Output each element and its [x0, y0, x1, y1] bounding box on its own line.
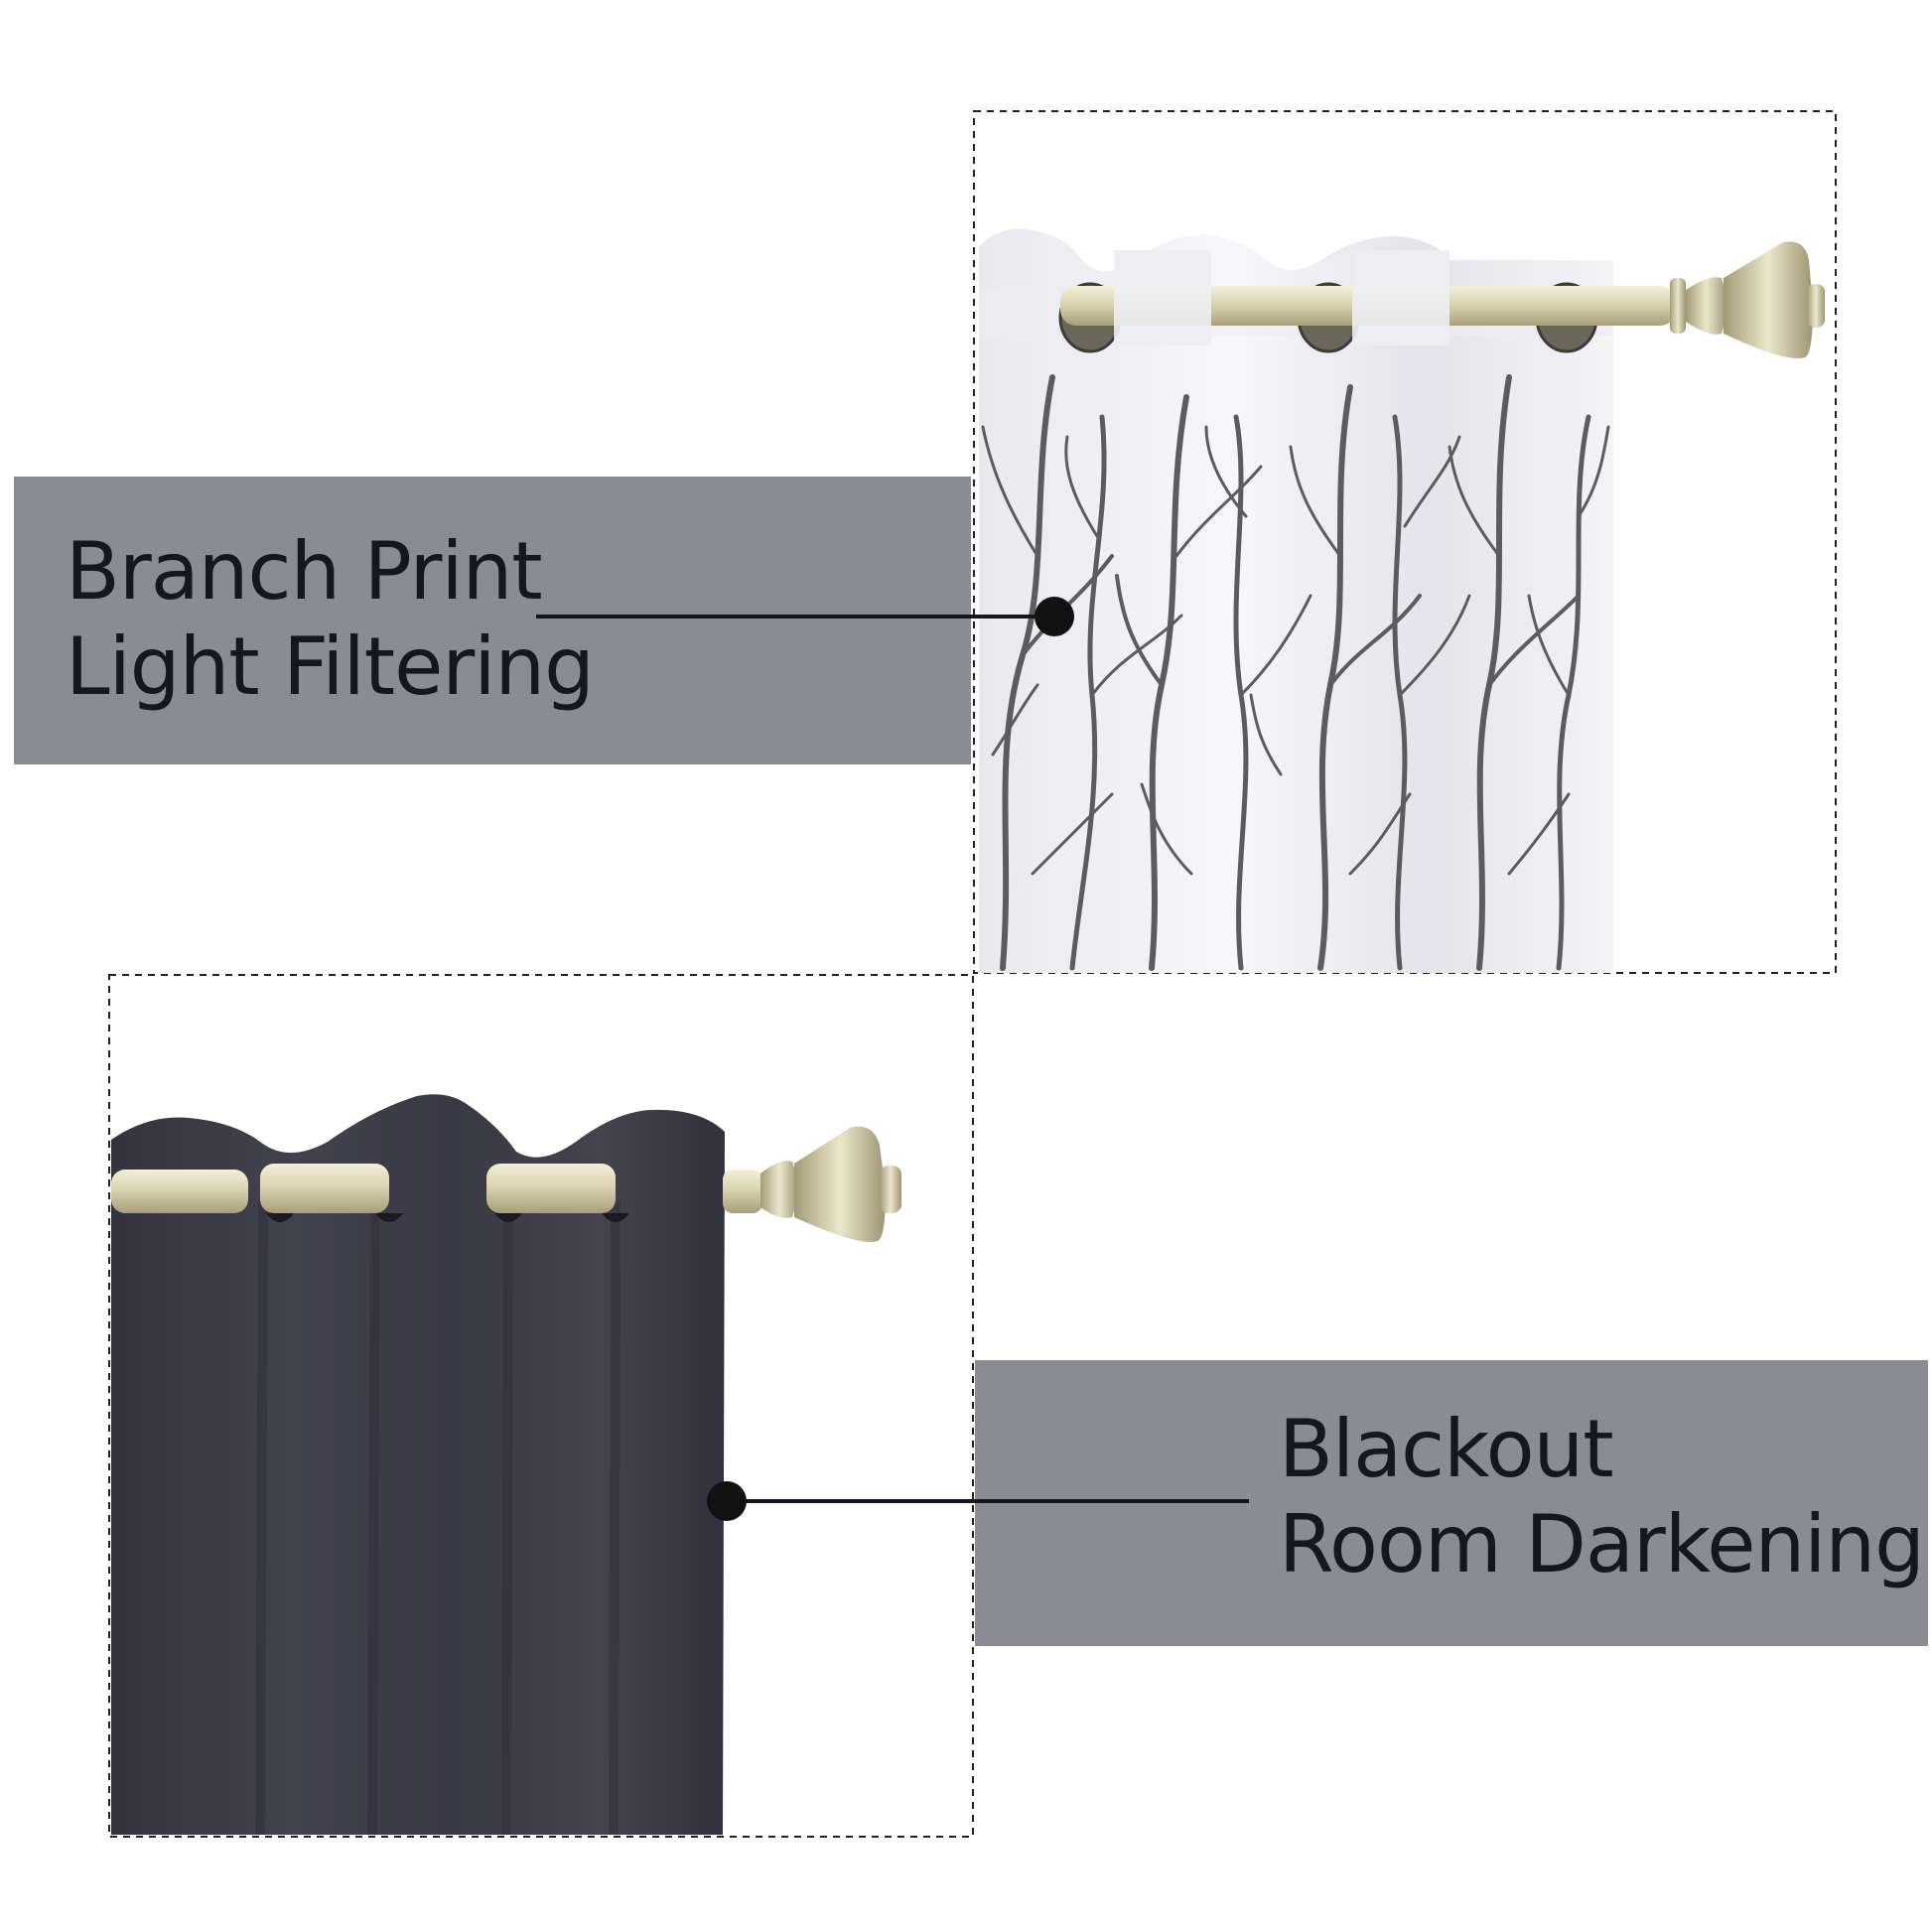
bottom-frame — [108, 974, 974, 1838]
top-label-line2: Light Filtering — [66, 621, 595, 713]
top-label-line1: Branch Print — [66, 525, 543, 618]
sheer-curtain — [979, 228, 1613, 973]
bottom-label-line2: Room Darkening — [1279, 1498, 1925, 1590]
dashed-frames — [108, 110, 1837, 1838]
blackout-folds — [255, 1200, 621, 1836]
blackout-curtain — [111, 1094, 725, 1836]
sheer-front-panels — [1114, 250, 1449, 345]
top-leader-dot — [1035, 597, 1074, 636]
bottom-label: Blackout Room Darkening — [1279, 1402, 1925, 1592]
bottom-label-line1: Blackout — [1279, 1403, 1614, 1495]
leader-lines — [536, 615, 1249, 1503]
bottom-leader-dot — [707, 1481, 747, 1521]
top-label-band — [14, 477, 971, 764]
bottom-curtain-rod — [111, 1126, 901, 1242]
top-label: Branch Print Light Filtering — [66, 524, 595, 715]
top-frame — [973, 110, 1837, 974]
